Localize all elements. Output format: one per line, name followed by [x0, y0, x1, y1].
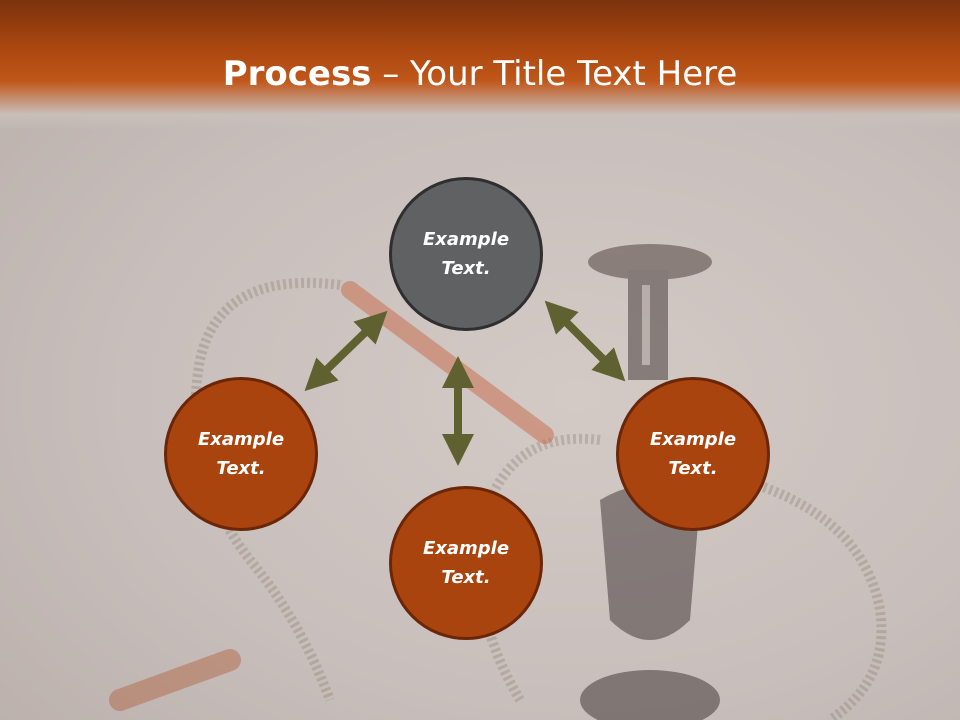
hose-right: [699, 465, 887, 720]
node-left: Example Text.: [164, 377, 318, 531]
node-top: Example Text.: [389, 177, 543, 331]
node-left-label: Example Text.: [197, 429, 285, 479]
title-bold: Process: [222, 54, 372, 94]
node-bottom: Example Text.: [389, 486, 543, 640]
arrow-top-right: [544, 300, 626, 382]
node-right-label: Example Text.: [649, 429, 737, 479]
hookah-bowl-plate: [588, 244, 712, 280]
title-rest: – Your Title Text Here: [371, 54, 738, 94]
arrow-top-left: [304, 310, 388, 392]
title-bar: [0, 0, 960, 130]
slide-title: Process – Your Title Text Here: [0, 52, 960, 96]
node-bottom-label: Example Text.: [422, 538, 510, 588]
node-top-label: Example Text.: [422, 229, 510, 279]
node-right: Example Text.: [616, 377, 770, 531]
hookah-stem: [628, 270, 668, 380]
